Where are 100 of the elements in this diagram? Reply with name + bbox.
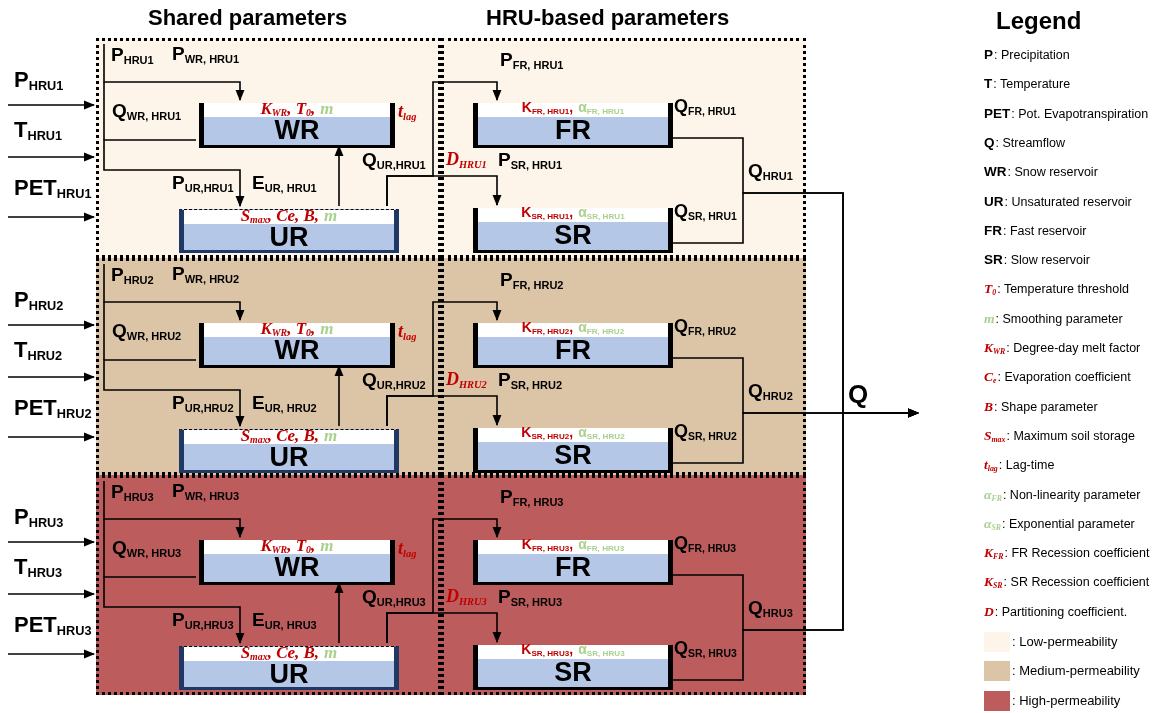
flow-label: P$_{HRU2}$ — [111, 265, 154, 286]
reservoir-tank — [179, 209, 399, 253]
legend-symbol: P — [984, 48, 993, 63]
flow-label: P$_{WR, HRU1}$ — [172, 44, 240, 65]
parameter-label: m — [324, 644, 338, 662]
flow-label: Q$_{HRU1}$ — [748, 161, 793, 182]
flow-arrow — [7, 432, 96, 442]
flow-label: Q$_{FR, HRU3}$ — [674, 534, 737, 555]
reservoir-tank — [199, 103, 395, 148]
flow-arrow — [7, 320, 96, 330]
flow-label: T$_{HRU2}$ — [14, 338, 63, 364]
column-heading: HRU-based parameters — [486, 6, 730, 31]
reservoir-name: FR — [554, 116, 591, 146]
parameter-label: K$_{SR, HRU2}$, — [521, 425, 574, 443]
flow-arrow — [103, 576, 245, 645]
reservoir-name: SR — [553, 658, 593, 688]
flow-label: Q$_{HRU2}$ — [748, 381, 793, 402]
flow-label: T$_{HRU3}$ — [14, 555, 63, 581]
legend-symbol: T$_{0}$ — [984, 282, 997, 298]
flow-label: Q$_{FR, HRU1}$ — [674, 97, 737, 118]
flow-label: Q$_{SR, HRU2}$ — [674, 422, 737, 443]
legend-symbol: S$_{max}$ — [984, 428, 1006, 445]
parameter-label: K$_{WR}$, T$_{0}$, — [260, 100, 316, 118]
reservoir-name: SR — [553, 221, 593, 251]
legend-text: : Low-permeability — [1012, 635, 1118, 650]
legend-text: : Snow reservoir — [1007, 166, 1098, 180]
parameter-label: α$_{FR, HRU1}$ — [578, 100, 625, 118]
flow-arrow — [7, 100, 96, 110]
flow-label: Q$_{WR, HRU2}$ — [112, 321, 182, 342]
reservoir-name: UR — [269, 660, 309, 690]
reservoir-name: UR — [269, 443, 309, 473]
legend-symbol: Q — [984, 135, 995, 151]
region-panel — [441, 38, 806, 258]
parameter-label: α$_{FR, HRU3}$ — [578, 537, 625, 555]
flow-arrow — [386, 395, 502, 427]
legend-symbol: WR — [984, 165, 1007, 181]
legend-text: : Exponential parameter — [1002, 517, 1135, 532]
legend-symbol: B — [984, 399, 993, 415]
reservoir-tank — [199, 323, 395, 368]
legend-symbol: α$_{SR}$ — [984, 516, 1002, 533]
flow-label: P$_{HRU1}$ — [14, 68, 64, 94]
region-panel — [441, 475, 806, 695]
flow-label: PET$_{HRU1}$ — [14, 176, 92, 202]
column-heading: Shared parameters — [148, 6, 348, 31]
parameter-label: S$_{max}$, Ce, B, — [240, 427, 320, 445]
flow-label: P$_{FR, HRU2}$ — [500, 270, 564, 291]
legend-text: : Maximum soil storage — [1006, 429, 1135, 444]
flow-arrow — [7, 649, 96, 659]
legend-title: Legend — [996, 8, 1082, 35]
flow-label: Q$_{UR,HRU2}$ — [362, 370, 426, 391]
legend-symbol: C$_{e}$ — [984, 370, 997, 386]
flow-arrow — [386, 175, 502, 207]
legend-symbol: SR — [984, 253, 1003, 268]
time-parameter: t$_{lag}$ — [398, 539, 417, 560]
region-panel — [96, 258, 441, 475]
flow-label: Q$_{UR,HRU3}$ — [362, 587, 426, 608]
legend-symbol: K$_{WR}$ — [984, 341, 1006, 357]
parameter-label: K$_{SR, HRU3}$, — [521, 642, 574, 660]
reservoir-name: WR — [274, 336, 321, 366]
parameter-label: α$_{SR, HRU1}$ — [578, 205, 625, 223]
flow-label: P$_{HRU3}$ — [14, 505, 64, 531]
legend-text: : Degree-day melt factor — [1006, 342, 1141, 356]
parameter-label: m — [324, 427, 338, 445]
reservoir-name: WR — [274, 116, 321, 146]
flow-arrow — [7, 589, 96, 599]
region-panel — [96, 38, 441, 258]
flow-arrow — [7, 212, 96, 222]
legend-text: : Evaporation coefficient — [997, 371, 1131, 386]
outflow-label: Q — [848, 380, 869, 409]
parameter-label: K$_{FR, HRU2}$, — [521, 320, 574, 338]
reservoir-tank — [473, 103, 673, 148]
legend-text: : Smoothing parameter — [995, 312, 1123, 327]
legend-symbol: T — [984, 77, 993, 93]
flow-label: E$_{UR, HRU1}$ — [252, 173, 317, 194]
parameter-label: m — [320, 100, 334, 118]
flow-label: Q$_{WR, HRU3}$ — [112, 538, 182, 559]
legend-text: : Shape parameter — [994, 400, 1098, 415]
parameter-label: D$_{HRU1}$ — [446, 150, 487, 171]
flow-arrow — [7, 372, 96, 382]
flow-label: PET$_{HRU2}$ — [14, 396, 92, 422]
legend-text: : Slow reservoir — [1003, 254, 1090, 268]
parameter-label: m — [320, 537, 334, 555]
parameter-label: α$_{FR, HRU2}$ — [578, 320, 625, 338]
flow-label: P$_{HRU1}$ — [111, 45, 154, 66]
legend-symbol: D — [984, 604, 994, 620]
legend-symbol: PET — [984, 106, 1011, 122]
flow-arrow — [7, 152, 96, 162]
legend-text: : Temperature threshold — [997, 283, 1129, 298]
legend-text: : Medium-permeability — [1012, 664, 1140, 679]
flow-label: P$_{SR, HRU2}$ — [498, 370, 563, 391]
flow-label: P$_{WR, HRU2}$ — [172, 264, 240, 285]
parameter-label: α$_{SR, HRU2}$ — [578, 425, 625, 443]
flow-arrow — [103, 480, 245, 539]
parameter-label: α$_{SR, HRU3}$ — [578, 642, 625, 660]
reservoir-tank — [473, 428, 673, 473]
flow-arrow — [103, 263, 245, 322]
reservoir-tank — [199, 540, 395, 585]
flow-label: Q$_{WR, HRU1}$ — [112, 101, 182, 122]
legend-symbol: m — [984, 311, 995, 327]
reservoir-tank — [473, 323, 673, 368]
